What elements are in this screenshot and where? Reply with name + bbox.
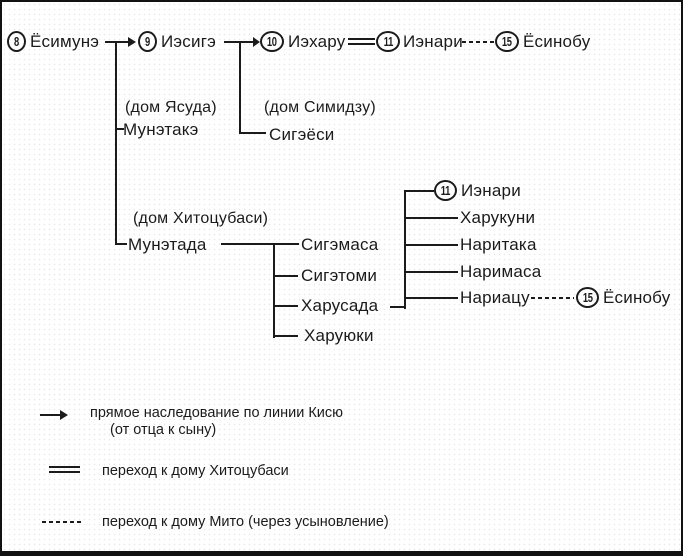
dashed-line-nariatsu-yoshinobu [531,297,574,299]
person-shigemasa: Сигэмаса [301,235,379,254]
person-harukuni: Харукуни [460,208,536,227]
vline-yoshimune-descent [115,42,117,245]
person-ieharu: Иэхару [288,32,346,51]
generation-circle-11: 11 [376,31,400,52]
legend-arrow-head-icon [60,410,68,420]
tick-harusada [273,305,298,307]
tick-naritaka [404,244,458,246]
arrow-head-icon [253,37,260,47]
arrow-line-ieshige-ieharu [224,41,253,43]
person-munetake: Мунэтакэ [123,120,199,139]
legend-dashed-line [42,521,83,523]
tick-munetake [115,128,124,130]
house-label-yasuda: (дом Ясуда) [125,99,217,116]
house-label-shimizu: (дом Симидзу) [264,99,376,116]
person-ienari-branch: Иэнари [461,181,521,200]
generation-circle-15-branch: 15 [576,287,599,308]
generation-number: 11 [440,183,451,198]
person-yoshinobu-branch: Ёсинобу [603,288,671,307]
tick-narimasa [404,271,458,273]
tick-ienari-branch [404,190,434,192]
generation-number: 9 [145,34,150,49]
generation-number: 10 [267,34,277,49]
hline-harusada-branch [390,306,405,308]
tick-harukuni [404,217,458,219]
legend-label-direct-succession: прямое наследование по линии Кисю [90,405,343,421]
person-shigetomi: Сигэтоми [301,266,378,285]
person-harusada: Харусада [301,296,379,315]
generation-circle-11-branch: 11 [434,180,457,201]
legend-label-mito: переход к дому Мито (через усыновление) [102,514,389,530]
person-yoshinobu: Ёсинобу [523,32,591,51]
generation-number: 11 [383,34,393,49]
legend-double-line [49,466,80,473]
person-ieshige: Иэсигэ [161,32,216,51]
generation-circle-8: 8 [7,31,26,52]
generation-number: 8 [14,34,19,49]
person-munetada: Мунэтада [128,235,207,254]
tick-haruyuki [273,335,298,337]
corner-munetada [115,243,127,245]
generation-circle-9: 9 [138,31,157,52]
generation-circle-15: 15 [495,31,519,52]
hline-munetada-sons [221,243,299,245]
dashed-line-ienari-yoshinobu [462,41,494,43]
person-shigeyoshi: Сигэёси [269,125,335,144]
corner-shigeyoshi [239,132,266,134]
person-haruyuki: Харуюки [304,326,374,345]
tick-nariatsu [404,297,458,299]
legend-arrow-line [40,414,60,416]
tick-shigetomi [273,275,298,277]
legend-sublabel-father-to-son: (от отца к сыну) [110,422,217,438]
person-yoshimune: Ёсимунэ [30,32,100,51]
double-line-ieharu-ienari [348,38,375,45]
vline-harusada-sons [404,190,406,309]
generation-number: 15 [582,290,593,305]
legend-label-hitotsubashi: переход к дому Хитоцубаси [102,463,289,479]
generation-number: 15 [502,34,512,49]
house-label-hitotsubashi: (дом Хитоцубаси) [133,210,269,227]
person-ienari: Иэнари [403,32,463,51]
vline-munetada-sons [273,243,275,338]
person-naritaka: Наритака [460,235,537,254]
arrow-head-icon [128,37,136,47]
person-narimasa: Наримаса [460,262,542,281]
vline-ieshige-descent [239,42,241,134]
generation-circle-10: 10 [260,31,284,52]
person-nariatsu: Нариацу [460,288,530,307]
